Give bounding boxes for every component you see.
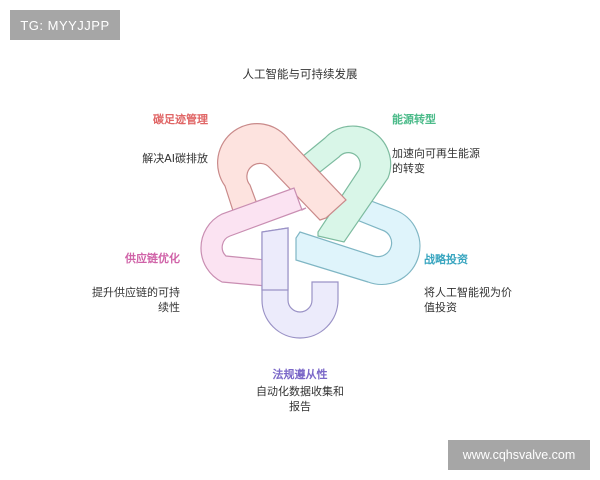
- ribbon-carbon: [217, 123, 347, 221]
- node-compliance-description-line-1: 自动化数据收集和: [256, 385, 344, 398]
- node-carbon-title: 碳足迹管理: [153, 113, 208, 126]
- node-supply-description-line-2: 续性: [158, 301, 180, 314]
- node-energy-description: 加速向可再生能源 的转变: [392, 146, 502, 176]
- node-supply-description: 提升供应链的可持 续性: [70, 285, 180, 315]
- node-compliance-description-line-2: 报告: [289, 400, 311, 413]
- node-compliance-description: 自动化数据收集和 报告: [240, 384, 360, 414]
- node-energy-description-line-1: 加速向可再生能源: [392, 147, 480, 160]
- ribbon-energy: [302, 125, 392, 243]
- node-investment-title: 战略投资: [424, 253, 468, 266]
- node-supply-description-line-1: 提升供应链的可持: [92, 286, 180, 299]
- watermark-top-left: TG: MYYJJPP: [10, 10, 120, 40]
- node-carbon-description: 解决AI碳排放: [142, 152, 208, 165]
- node-energy-description-line-2: 的转变: [392, 162, 425, 175]
- node-investment-description-line-1: 将人工智能视为价: [424, 286, 512, 299]
- node-investment-description: 将人工智能视为价 值投资: [424, 285, 534, 315]
- node-compliance-title: 法规遵从性: [272, 368, 328, 381]
- node-supply-title: 供应链优化: [125, 252, 180, 265]
- ribbon-supply: [200, 187, 307, 287]
- node-energy-title: 能源转型: [392, 113, 436, 126]
- ribbon-investment: [295, 195, 421, 286]
- watermark-bottom-right: www.cqhsvalve.com: [448, 440, 590, 470]
- node-investment-description-line-2: 值投资: [424, 301, 457, 314]
- diagram-title: 人工智能与可持续发展: [242, 67, 358, 81]
